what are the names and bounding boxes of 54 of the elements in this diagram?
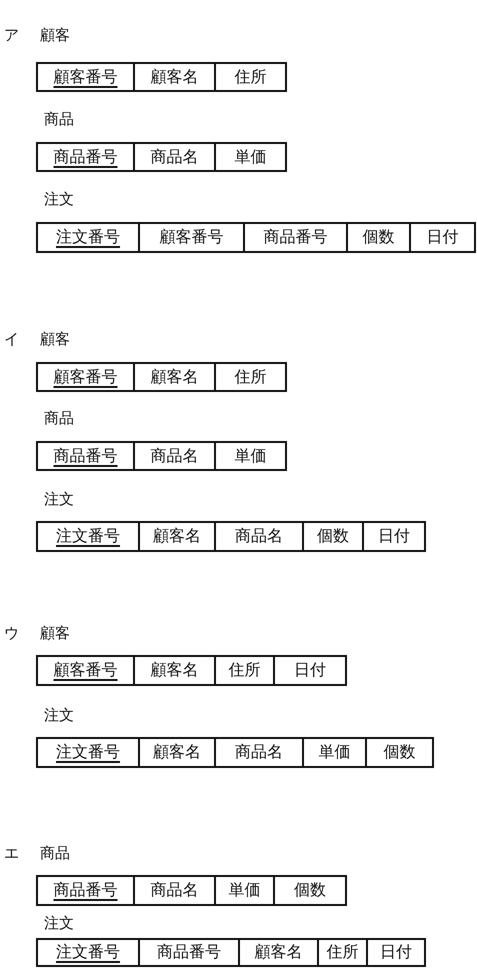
- table-cell: 商品名: [214, 521, 304, 552]
- table-cell: 顧客番号: [36, 655, 135, 686]
- table-cell: 顧客番号: [36, 62, 135, 92]
- table-cell: 顧客名: [138, 737, 216, 768]
- table-cell: 顧客番号: [138, 222, 245, 253]
- table-cell: 商品番号: [243, 222, 348, 253]
- table-cell: 注文番号: [36, 521, 140, 552]
- table-name: 顧客: [40, 624, 70, 642]
- table-cell: 注文番号: [36, 737, 140, 768]
- table-cell: 商品名: [214, 737, 304, 768]
- table-cell: 単価: [214, 441, 287, 471]
- table-cell: 個数: [302, 521, 364, 552]
- table-cell: 商品名: [133, 441, 216, 471]
- table-name: 注文: [44, 914, 74, 932]
- table-name: 注文: [44, 190, 74, 208]
- table-cell: 日付: [366, 938, 426, 967]
- table-cell: 商品名: [133, 142, 216, 172]
- option-letter: イ: [4, 330, 19, 348]
- table-name: 商品: [40, 844, 70, 862]
- table-cell: 商品番号: [36, 875, 135, 906]
- table-cell: 住所: [214, 362, 287, 392]
- table-cell: 単価: [302, 737, 367, 768]
- table-cell: 商品番号: [36, 441, 135, 471]
- table-name: 商品: [44, 409, 74, 427]
- table-cell: 個数: [365, 737, 434, 768]
- table-cell: 顧客名: [133, 362, 216, 392]
- table-name: 注文: [44, 706, 74, 724]
- table-cell: 顧客名: [138, 521, 216, 552]
- table-cell: 顧客名: [238, 938, 319, 967]
- table-cell: 注文番号: [36, 222, 140, 253]
- table-name: 顧客: [40, 26, 70, 44]
- table-cell: 個数: [346, 222, 411, 253]
- table-cell: 個数: [273, 875, 347, 906]
- table-cell: 商品番号: [36, 142, 135, 172]
- table-cell: 日付: [362, 521, 426, 552]
- table-cell: 日付: [409, 222, 476, 253]
- table-name: 注文: [44, 490, 74, 508]
- table-name: 顧客: [40, 330, 70, 348]
- table-cell: 住所: [214, 62, 287, 92]
- table-cell: 顧客番号: [36, 362, 135, 392]
- table-name: 商品: [44, 110, 74, 128]
- table-cell: 住所: [214, 655, 275, 686]
- table-cell: 単価: [214, 875, 275, 906]
- table-cell: 単価: [214, 142, 287, 172]
- table-cell: 注文番号: [36, 938, 140, 967]
- table-cell: 商品番号: [138, 938, 240, 967]
- table-cell: 商品名: [133, 875, 216, 906]
- table-cell: 顧客名: [133, 62, 216, 92]
- option-letter: ウ: [4, 624, 19, 642]
- table-cell: 住所: [317, 938, 368, 967]
- table-cell: 日付: [273, 655, 347, 686]
- option-letter: エ: [4, 844, 19, 862]
- option-letter: ア: [4, 26, 19, 44]
- table-cell: 顧客名: [133, 655, 216, 686]
